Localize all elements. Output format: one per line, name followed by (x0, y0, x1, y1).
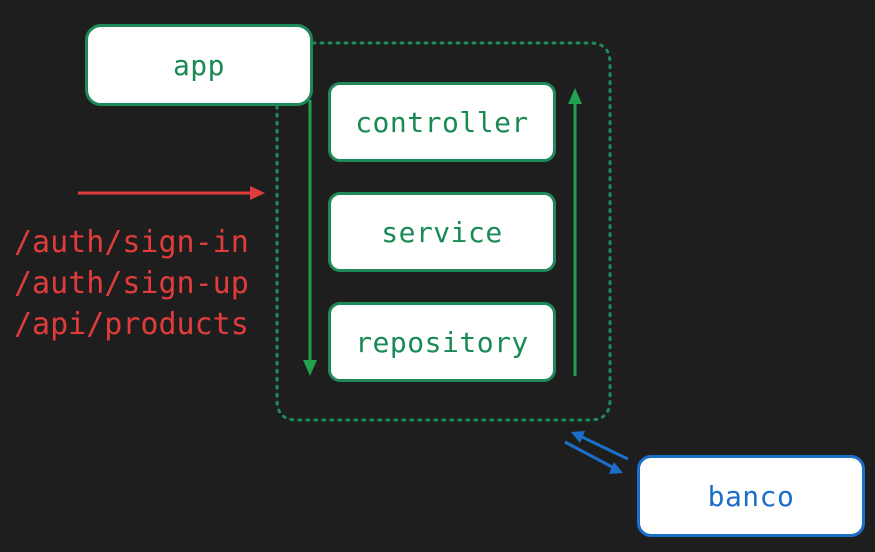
service-label: service (381, 215, 503, 249)
route-item: /auth/sign-in (14, 225, 249, 260)
repository-node: repository (328, 302, 556, 382)
app-node: app (85, 24, 313, 106)
controller-label: controller (355, 105, 529, 139)
route-item: /api/products (14, 307, 249, 342)
service-node: service (328, 192, 556, 272)
controller-node: controller (328, 82, 556, 162)
app-label: app (172, 48, 226, 82)
route-item: /auth/sign-up (14, 266, 249, 301)
arrow-down-icon (303, 100, 317, 376)
arrow-up-icon (568, 88, 582, 376)
bidirectional-arrow-icon (564, 431, 629, 474)
banco-node: banco (637, 455, 865, 537)
banco-label: banco (707, 479, 795, 513)
repository-label: repository (355, 325, 529, 359)
arrow-right-icon (78, 186, 265, 200)
routes-list: /auth/sign-in /auth/sign-up /api/product… (14, 222, 249, 345)
